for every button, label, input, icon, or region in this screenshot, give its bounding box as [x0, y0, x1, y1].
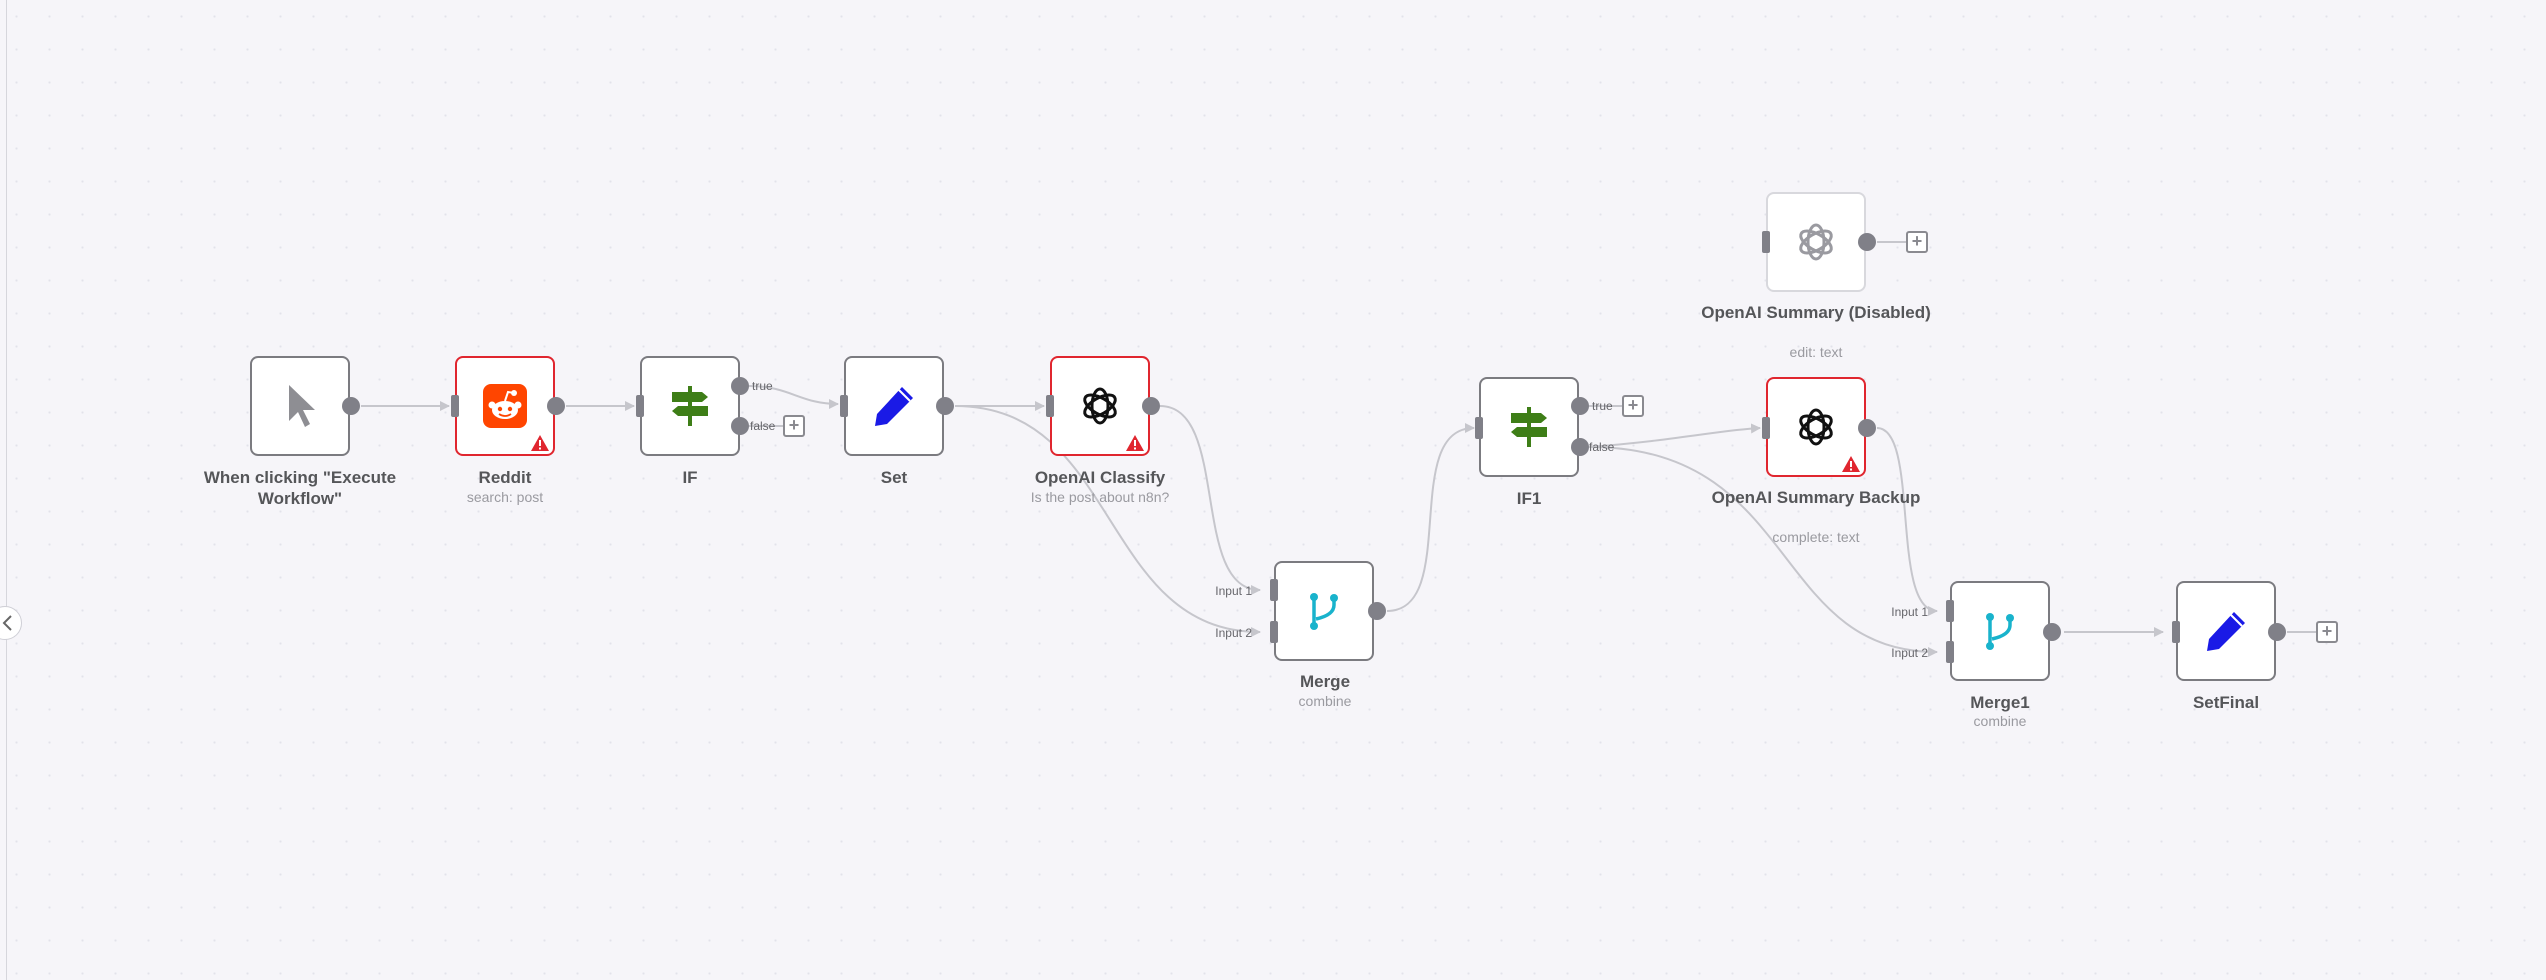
merge-icon: [1986, 613, 2014, 650]
node-openai-classify[interactable]: [1050, 356, 1150, 456]
input-handle[interactable]: [1762, 231, 1770, 253]
node-set-label: Set: [880, 468, 908, 487]
signpost-icon: [1511, 407, 1547, 447]
output-handle[interactable]: [342, 397, 360, 415]
node-reddit[interactable]: [455, 356, 555, 456]
output-handle[interactable]: [1858, 233, 1876, 251]
output-handle[interactable]: [2043, 623, 2061, 641]
node-setfinal[interactable]: [2176, 581, 2276, 681]
openai-icon: [1083, 387, 1117, 425]
input-handle[interactable]: [451, 395, 459, 417]
chevron-left-icon: [2, 615, 12, 631]
node-openai-summary-disabled[interactable]: [1766, 192, 1866, 292]
output-handle[interactable]: [547, 397, 565, 415]
add-node-button[interactable]: +: [783, 415, 805, 437]
input-handle[interactable]: [2172, 621, 2180, 643]
openai-icon: [1799, 408, 1833, 446]
warning-icon[interactable]: [530, 434, 550, 452]
pencil-icon: [875, 387, 913, 426]
add-node-button[interactable]: +: [2316, 621, 2338, 643]
input-handle[interactable]: [1046, 395, 1054, 417]
input-handle[interactable]: [1475, 417, 1483, 439]
edge-classify-merge-input1: [1159, 405, 1261, 595]
node-trigger-label: When clicking "Execute Workflow": [203, 468, 397, 508]
warning-icon[interactable]: [1841, 455, 1861, 473]
output-handle[interactable]: [936, 397, 954, 415]
node-trigger[interactable]: [250, 356, 350, 456]
merge1-input1-label: Input 1: [1891, 605, 1928, 619]
output-handle[interactable]: [1858, 419, 1876, 437]
sidebar-edge: [6, 0, 7, 980]
collapse-sidebar-button[interactable]: [0, 606, 22, 640]
node-merge-subtitle: combine: [1298, 693, 1352, 709]
output-handle-false[interactable]: [731, 417, 749, 435]
edge-if1-false-backup: [1588, 423, 1761, 448]
node-set[interactable]: [844, 356, 944, 456]
output-handle[interactable]: [1368, 602, 1386, 620]
merge-icon: [1310, 593, 1338, 630]
pencil-icon: [2207, 612, 2245, 651]
node-merge1-subtitle: combine: [1973, 713, 2027, 729]
node-if-label: IF: [682, 468, 698, 487]
node-merge1[interactable]: [1950, 581, 2050, 681]
output-handle[interactable]: [1142, 397, 1160, 415]
node-merge[interactable]: [1274, 561, 1374, 661]
node-merge1-label: Merge1: [1970, 693, 2030, 712]
output-handle-false[interactable]: [1571, 438, 1589, 456]
edge-if-true-set: [748, 385, 839, 409]
input-handle-2[interactable]: [1946, 641, 1954, 663]
node-openai-classify-subtitle: Is the post about n8n?: [1030, 489, 1170, 505]
node-openai-summary-backup-label: OpenAI Summary Backup: [1711, 488, 1921, 507]
node-openai-summary-disabled-subtitle: edit: text: [1789, 344, 1843, 360]
node-openai-summary-backup-subtitle: complete: text: [1772, 529, 1860, 545]
node-setfinal-label: SetFinal: [2192, 693, 2260, 712]
input-handle[interactable]: [636, 395, 644, 417]
edge-set-merge-input2: [954, 405, 1261, 637]
input-handle-1[interactable]: [1270, 579, 1278, 601]
openai-icon: [1799, 223, 1833, 261]
signpost-icon: [672, 386, 708, 426]
node-openai-summary-disabled-label: OpenAI Summary (Disabled): [1701, 303, 1931, 322]
input-handle-2[interactable]: [1270, 621, 1278, 643]
branch-true-label: true: [752, 379, 773, 393]
input-handle-1[interactable]: [1946, 600, 1954, 622]
node-if1-label: IF1: [1516, 489, 1542, 508]
input-handle[interactable]: [1762, 417, 1770, 439]
add-node-button[interactable]: +: [1906, 231, 1928, 253]
warning-icon[interactable]: [1125, 434, 1145, 452]
input-handle[interactable]: [840, 395, 848, 417]
node-merge-label: Merge: [1299, 672, 1351, 691]
output-handle-true[interactable]: [731, 377, 749, 395]
add-node-button[interactable]: +: [1622, 395, 1644, 417]
merge-input2-label: Input 2: [1215, 626, 1252, 640]
output-handle-true[interactable]: [1571, 397, 1589, 415]
node-reddit-subtitle: search: post: [466, 489, 544, 505]
branch-true-label: true: [1592, 399, 1613, 413]
node-reddit-label: Reddit: [478, 468, 532, 487]
branch-false-label: false: [1589, 440, 1615, 454]
output-handle[interactable]: [2268, 623, 2286, 641]
merge1-input2-label: Input 2: [1891, 646, 1928, 660]
node-openai-classify-label: OpenAI Classify: [1034, 468, 1166, 487]
edge-merge-if1: [1386, 423, 1475, 612]
reddit-icon: [483, 384, 527, 428]
node-if1[interactable]: [1479, 377, 1579, 477]
node-openai-summary-backup[interactable]: [1766, 377, 1866, 477]
edge-backup-merge1-input1: [1876, 427, 1938, 616]
edge-if1-false-merge1-input2: [1588, 446, 1938, 657]
cursor-icon: [289, 385, 315, 427]
branch-false-label: false: [750, 419, 776, 433]
merge-input1-label: Input 1: [1215, 584, 1252, 598]
node-if[interactable]: [640, 356, 740, 456]
